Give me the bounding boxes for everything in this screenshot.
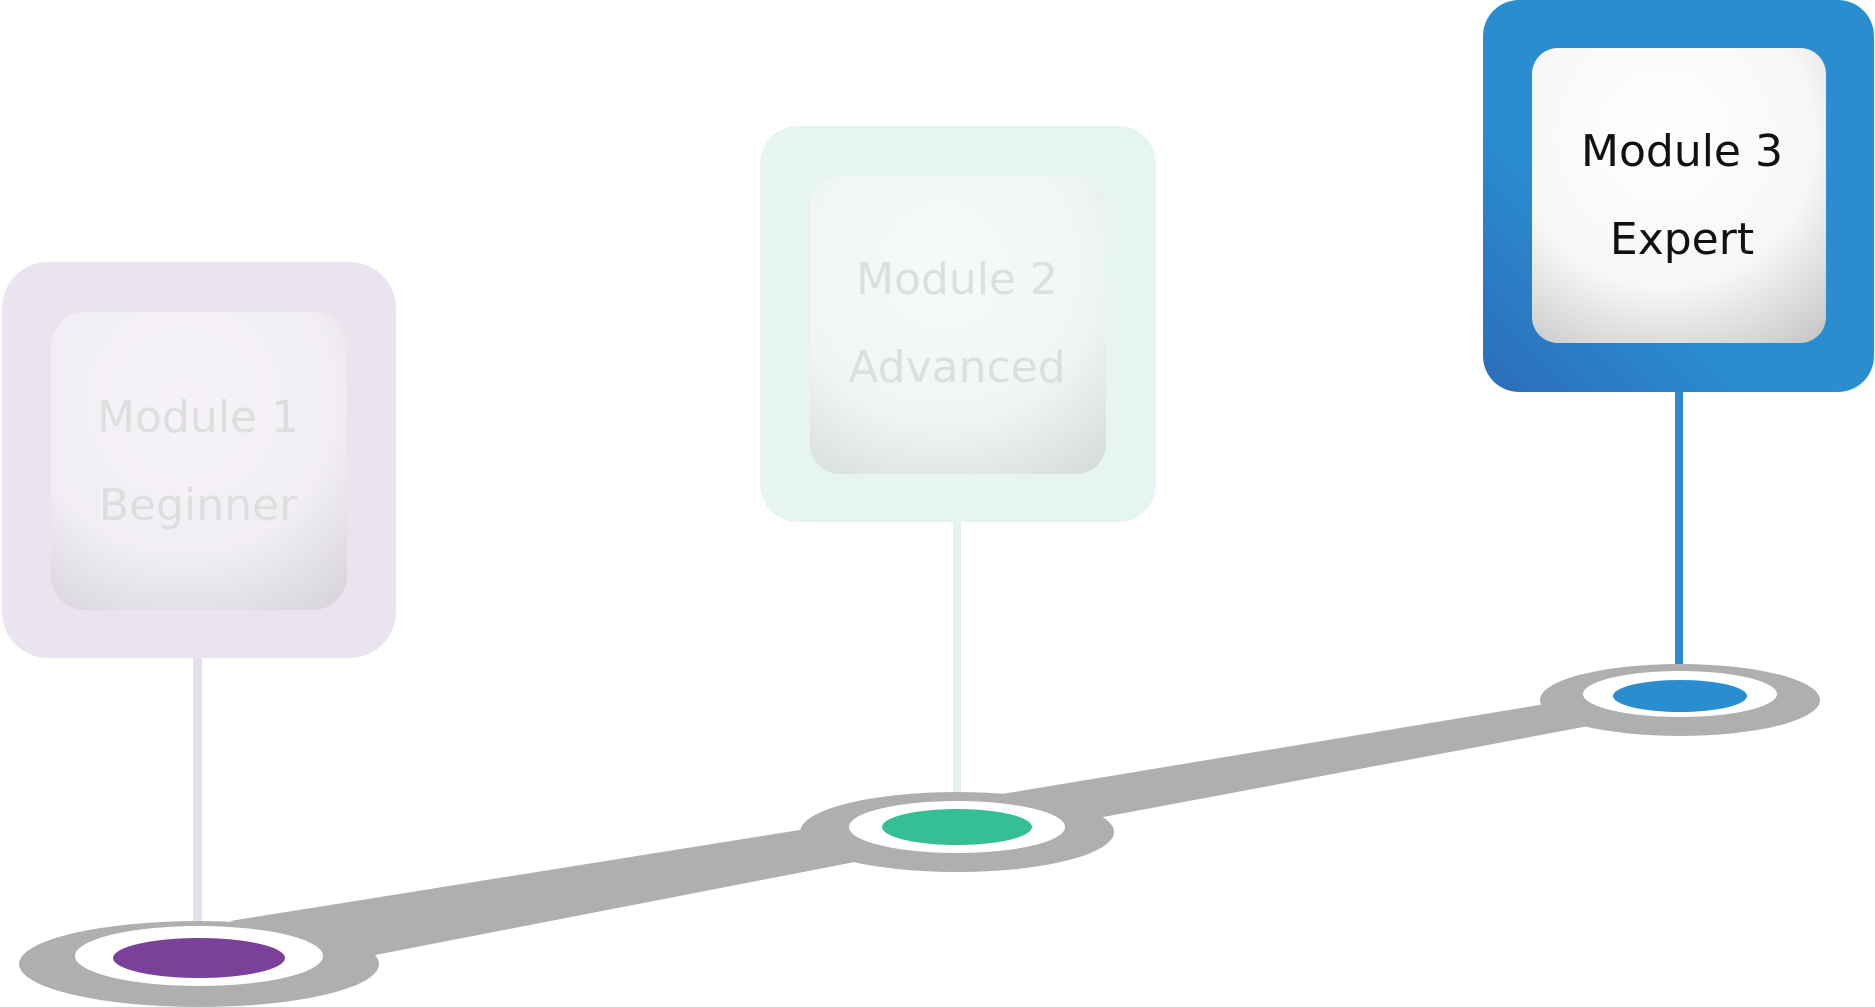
module-1-marker [113, 938, 285, 978]
module-3-stem [1675, 385, 1683, 690]
module-2-level: Advanced [848, 342, 1065, 393]
module-1-level: Beginner [99, 480, 298, 531]
module-2-stem [953, 514, 961, 804]
module-2-inner-card [810, 176, 1106, 474]
module-2-marker [882, 809, 1032, 845]
module-2-title: Module 2 [856, 254, 1058, 305]
module-1[interactable]: Module 1 Beginner [2, 262, 396, 1007]
module-2[interactable]: Module 2 Advanced [760, 126, 1156, 872]
module-1-stem [193, 652, 202, 937]
module-3-title: Module 3 [1581, 126, 1783, 177]
path-track [230, 704, 1594, 955]
module-3-level: Expert [1610, 214, 1754, 265]
module-3[interactable]: Module 3 Expert [1483, 0, 1874, 736]
module-1-inner-card [51, 312, 347, 610]
track-segment-1-2 [230, 828, 865, 955]
module-1-title: Module 1 [97, 392, 299, 443]
module-3-marker [1613, 680, 1747, 712]
track-segment-2-3 [1002, 704, 1594, 818]
module-3-inner-card [1532, 48, 1826, 343]
